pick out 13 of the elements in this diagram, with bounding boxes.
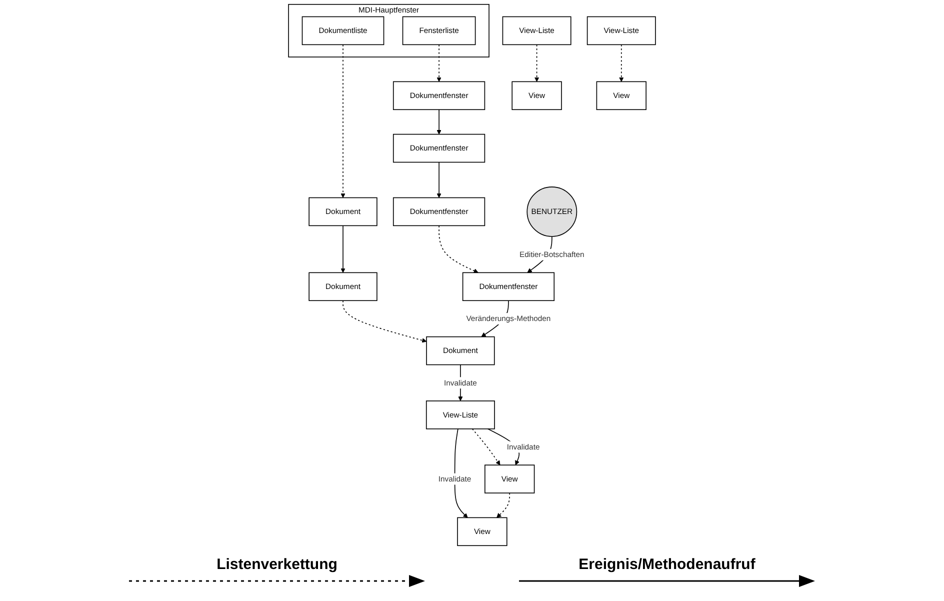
arrow <box>438 225 478 274</box>
legend-label: Listenverkettung <box>216 556 338 573</box>
arrow <box>496 492 510 518</box>
arrow <box>340 44 346 198</box>
arrow <box>472 428 500 466</box>
legend-label: Ereignis/Methodenaufruf <box>578 556 756 573</box>
arrow <box>436 162 442 198</box>
arrow <box>618 44 624 82</box>
arrow <box>436 44 442 82</box>
arrow <box>340 225 346 273</box>
arrow <box>534 44 540 82</box>
arrow <box>436 109 442 134</box>
arrow <box>342 300 427 343</box>
